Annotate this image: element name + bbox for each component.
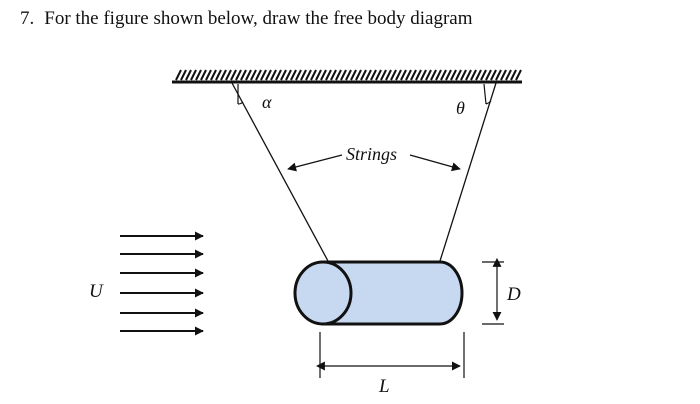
hatch-line: [330, 69, 337, 81]
hatch-line: [275, 69, 282, 81]
flow-arrows: [120, 231, 204, 336]
hatch-line: [485, 69, 492, 81]
hatch-line: [280, 69, 287, 81]
hatch-line: [175, 69, 182, 81]
hatch-line: [385, 69, 392, 81]
hatch-line: [370, 69, 377, 81]
hatch-line: [415, 69, 422, 81]
hatch-line: [465, 69, 472, 81]
hatch-line: [340, 69, 347, 81]
hatch-line: [215, 69, 222, 81]
hatch-line: [325, 69, 332, 81]
hatch-line: [440, 69, 447, 81]
hatch-line: [400, 69, 407, 81]
hatch-line: [270, 69, 277, 81]
length-dimension: [315, 332, 465, 378]
right-angle-reference: [483, 83, 487, 105]
hatch-line: [420, 69, 427, 81]
question-text: 7. For the figure shown below, draw the f…: [20, 6, 473, 32]
hatch-line: [300, 69, 307, 81]
hatch-line: [470, 69, 477, 81]
hatch-line: [460, 69, 467, 81]
right-string: [439, 82, 497, 262]
hatch-line: [240, 69, 247, 81]
hatch-line: [445, 69, 452, 81]
hatch-line: [510, 69, 517, 81]
strings-arrow-left: [287, 154, 343, 172]
hatch-line: [425, 69, 432, 81]
hatch-line: [395, 69, 402, 81]
hatch-line: [405, 69, 412, 81]
hatch-line: [495, 69, 502, 81]
length-label: L: [378, 376, 390, 397]
hatch-line: [220, 69, 227, 81]
question-prompt: For the figure shown below, draw the fre…: [44, 8, 473, 29]
cylinder-end-face: [293, 260, 353, 326]
hatch-line: [250, 69, 257, 81]
hatch-line: [225, 69, 232, 81]
ceiling: [172, 69, 522, 84]
hatch-line: [260, 69, 267, 81]
cylinder: [293, 260, 464, 326]
cylinder-body: [321, 260, 464, 326]
hatch-line: [375, 69, 382, 81]
right-angle-arc: [485, 100, 492, 105]
hatch-line: [315, 69, 322, 81]
hatch-line: [285, 69, 292, 81]
hatch-line: [230, 69, 237, 81]
hatch-line: [350, 69, 357, 81]
left-angle-arc: [237, 101, 244, 105]
hatch-line: [450, 69, 457, 81]
hatch-line: [320, 69, 327, 81]
hatch-line: [200, 69, 207, 81]
hatch-line: [345, 69, 352, 81]
strings-label: Strings: [346, 144, 397, 164]
hatch-line: [185, 69, 192, 81]
strings: [231, 82, 497, 262]
ceiling-hatching: [175, 69, 522, 81]
flow-velocity-label: U: [89, 281, 104, 302]
hatch-line: [265, 69, 272, 81]
hatch-line: [390, 69, 397, 81]
hatch-line: [500, 69, 507, 81]
hatch-line: [305, 69, 312, 81]
hatch-line: [195, 69, 202, 81]
hatch-line: [475, 69, 482, 81]
hatch-line: [365, 69, 372, 81]
alpha-label: α: [262, 92, 272, 112]
hatch-line: [380, 69, 387, 81]
hatch-line: [355, 69, 362, 81]
strings-callout: [287, 154, 461, 172]
hatch-line: [505, 69, 512, 81]
hatch-line: [515, 69, 522, 81]
hatch-line: [205, 69, 212, 81]
hatch-line: [480, 69, 487, 81]
hatch-line: [360, 69, 367, 81]
hatch-line: [245, 69, 252, 81]
hatch-line: [235, 69, 242, 81]
hatch-line: [435, 69, 442, 81]
hatch-line: [180, 69, 187, 81]
hatch-line: [310, 69, 317, 81]
angle-markers: [237, 83, 492, 105]
hatch-line: [290, 69, 297, 81]
hatch-line: [335, 69, 342, 81]
hatch-line: [430, 69, 437, 81]
hatch-line: [490, 69, 497, 81]
hatch-line: [255, 69, 262, 81]
strings-arrow-right: [409, 154, 461, 172]
hatch-line: [455, 69, 462, 81]
question-number: 7.: [20, 8, 35, 29]
theta-label: θ: [456, 98, 465, 118]
diameter-label: D: [506, 284, 521, 305]
hatch-line: [190, 69, 197, 81]
hatch-line: [410, 69, 417, 81]
hatch-line: [295, 69, 302, 81]
diameter-dimension: [482, 257, 504, 325]
hatch-line: [210, 69, 217, 81]
left-string: [231, 82, 329, 262]
